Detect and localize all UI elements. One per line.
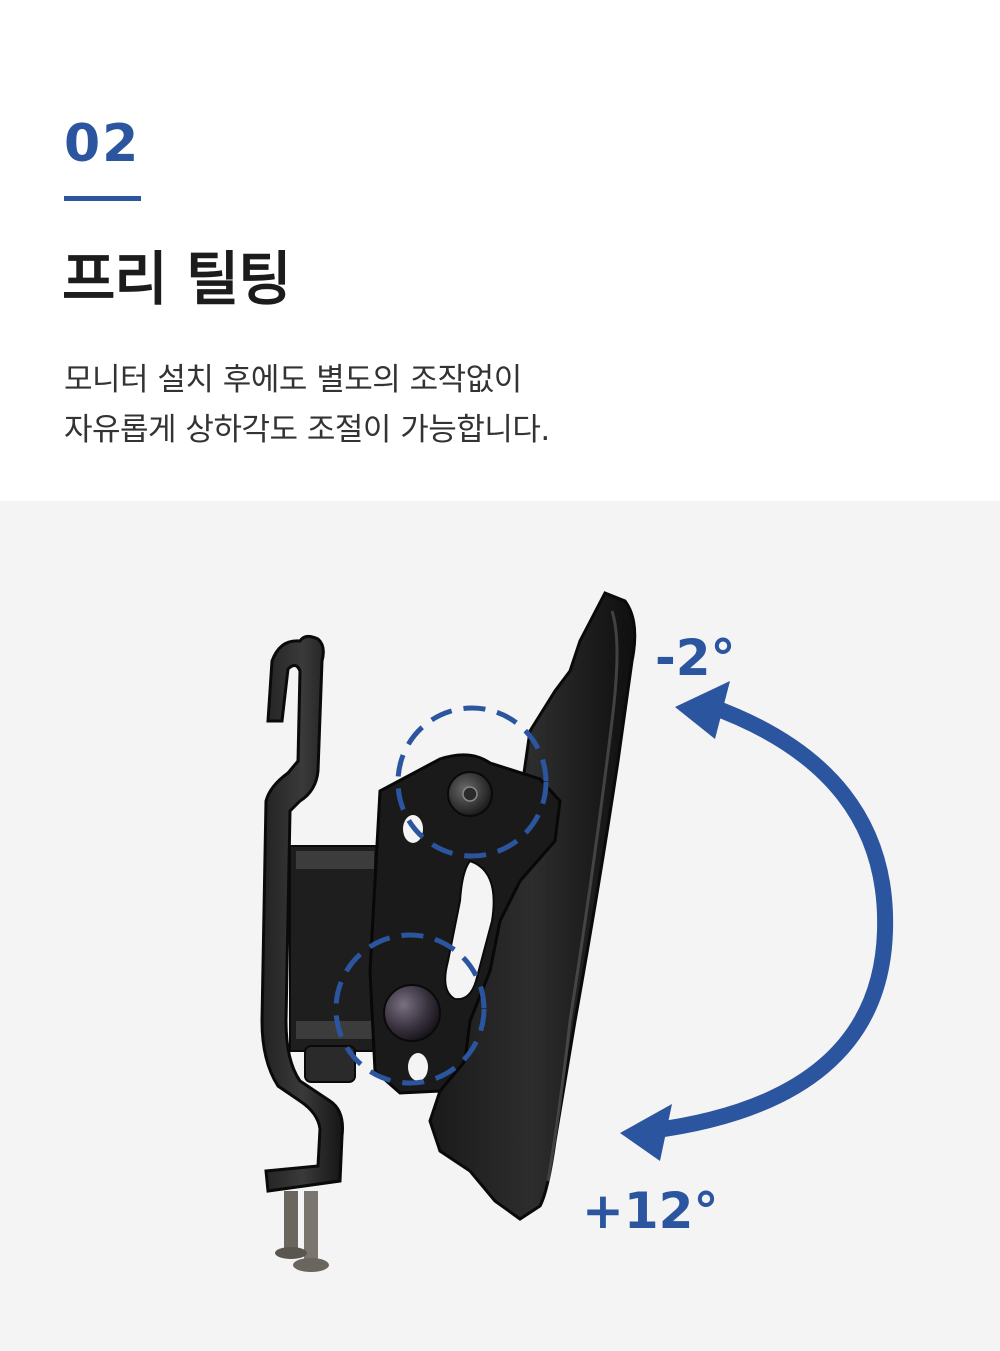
bracket-photo-image: [260, 591, 894, 1272]
tilt-down-angle-label: +12°: [582, 1182, 719, 1240]
section-number: 02: [64, 114, 141, 174]
description-line-2: 자유롭게 상하각도 조절이 가능합니다.: [64, 412, 550, 448]
vesa-plate: [428, 591, 637, 1221]
upper-pivot-highlight: [395, 705, 549, 859]
lower-pivot-highlight: [333, 932, 487, 1086]
lower-pivot-knob-icon: [383, 984, 441, 1042]
tilt-range-arrow: [620, 681, 894, 1161]
tilt-up-angle-label: -2°: [655, 629, 736, 687]
description-line-1: 모니터 설치 후에도 별도의 조작없이: [64, 362, 522, 398]
feature-title: 프리 틸팅: [62, 245, 292, 313]
upper-pivot-hex-socket: [462, 786, 478, 802]
arrow-head-down-icon: [620, 1104, 672, 1161]
feature-description: 모니터 설치 후에도 별도의 조작없이 자유롭게 상하각도 조절이 가능합니다.: [64, 355, 550, 455]
section-underline: [64, 196, 141, 201]
arrow-head-up-icon: [675, 681, 730, 739]
tilt-illustration: -2° +12°: [0, 501, 1000, 1351]
wall-hook-bracket: [260, 634, 381, 1193]
mounting-screws: [275, 1191, 329, 1272]
